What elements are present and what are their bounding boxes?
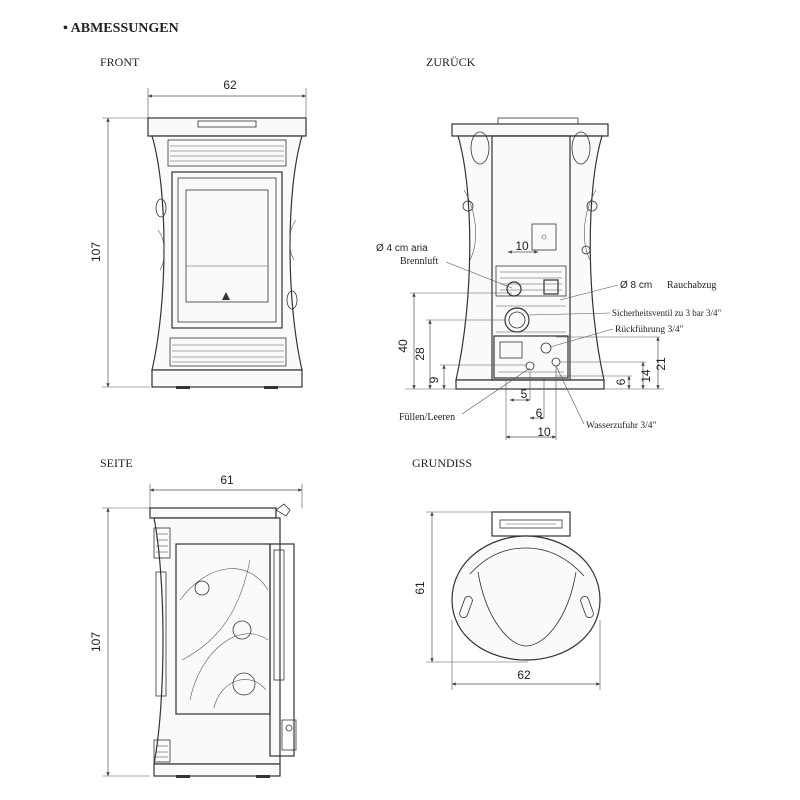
plan-width-value: 62 [517,668,531,682]
flue-size: Ø 8 cm [620,280,652,291]
back-view: ZURÜCK [376,55,721,440]
plan-view: GRUNDISS 61 62 [412,456,601,690]
back-dim-6-right: 6 [614,378,628,385]
back-dim-10-bottom: 10 [537,425,551,439]
front-width-value: 62 [223,78,237,92]
side-view: SEITE 61 107 [89,456,303,778]
safety-valve-label: Sicherheitsventil zu 3 bar 3/4" [612,308,721,318]
back-dim-top-10: 10 [515,239,529,253]
side-label: SEITE [100,456,133,470]
plan-depth-value: 61 [413,581,427,595]
air-inlet-name: Brennluft [400,256,439,267]
back-dim-14: 14 [639,369,653,383]
front-height-value: 107 [89,242,103,262]
back-dim-5: 5 [521,387,528,401]
return-label: Rückführung 3/4" [615,324,684,335]
front-view: FRONT 62 107 [89,55,307,389]
plan-label: GRUNDISS [412,456,472,470]
back-dim-21: 21 [654,357,668,371]
front-label: FRONT [100,55,140,69]
page-title: • ABMESSUNGEN [63,21,179,36]
flue-name: Rauchabzug [667,280,716,291]
air-inlet-size: Ø 4 cm aria [376,243,428,254]
side-height-value: 107 [89,632,103,652]
back-dim-40: 40 [396,339,410,353]
side-width-value: 61 [220,473,234,487]
fill-drain-label: Füllen/Leeren [399,412,455,423]
back-dim-6-bottom: 6 [536,406,543,420]
back-label: ZURÜCK [426,55,476,69]
back-dim-28: 28 [413,347,427,361]
water-supply-label: Wasserzufuhr 3/4" [586,420,657,431]
back-dim-9: 9 [427,376,441,383]
